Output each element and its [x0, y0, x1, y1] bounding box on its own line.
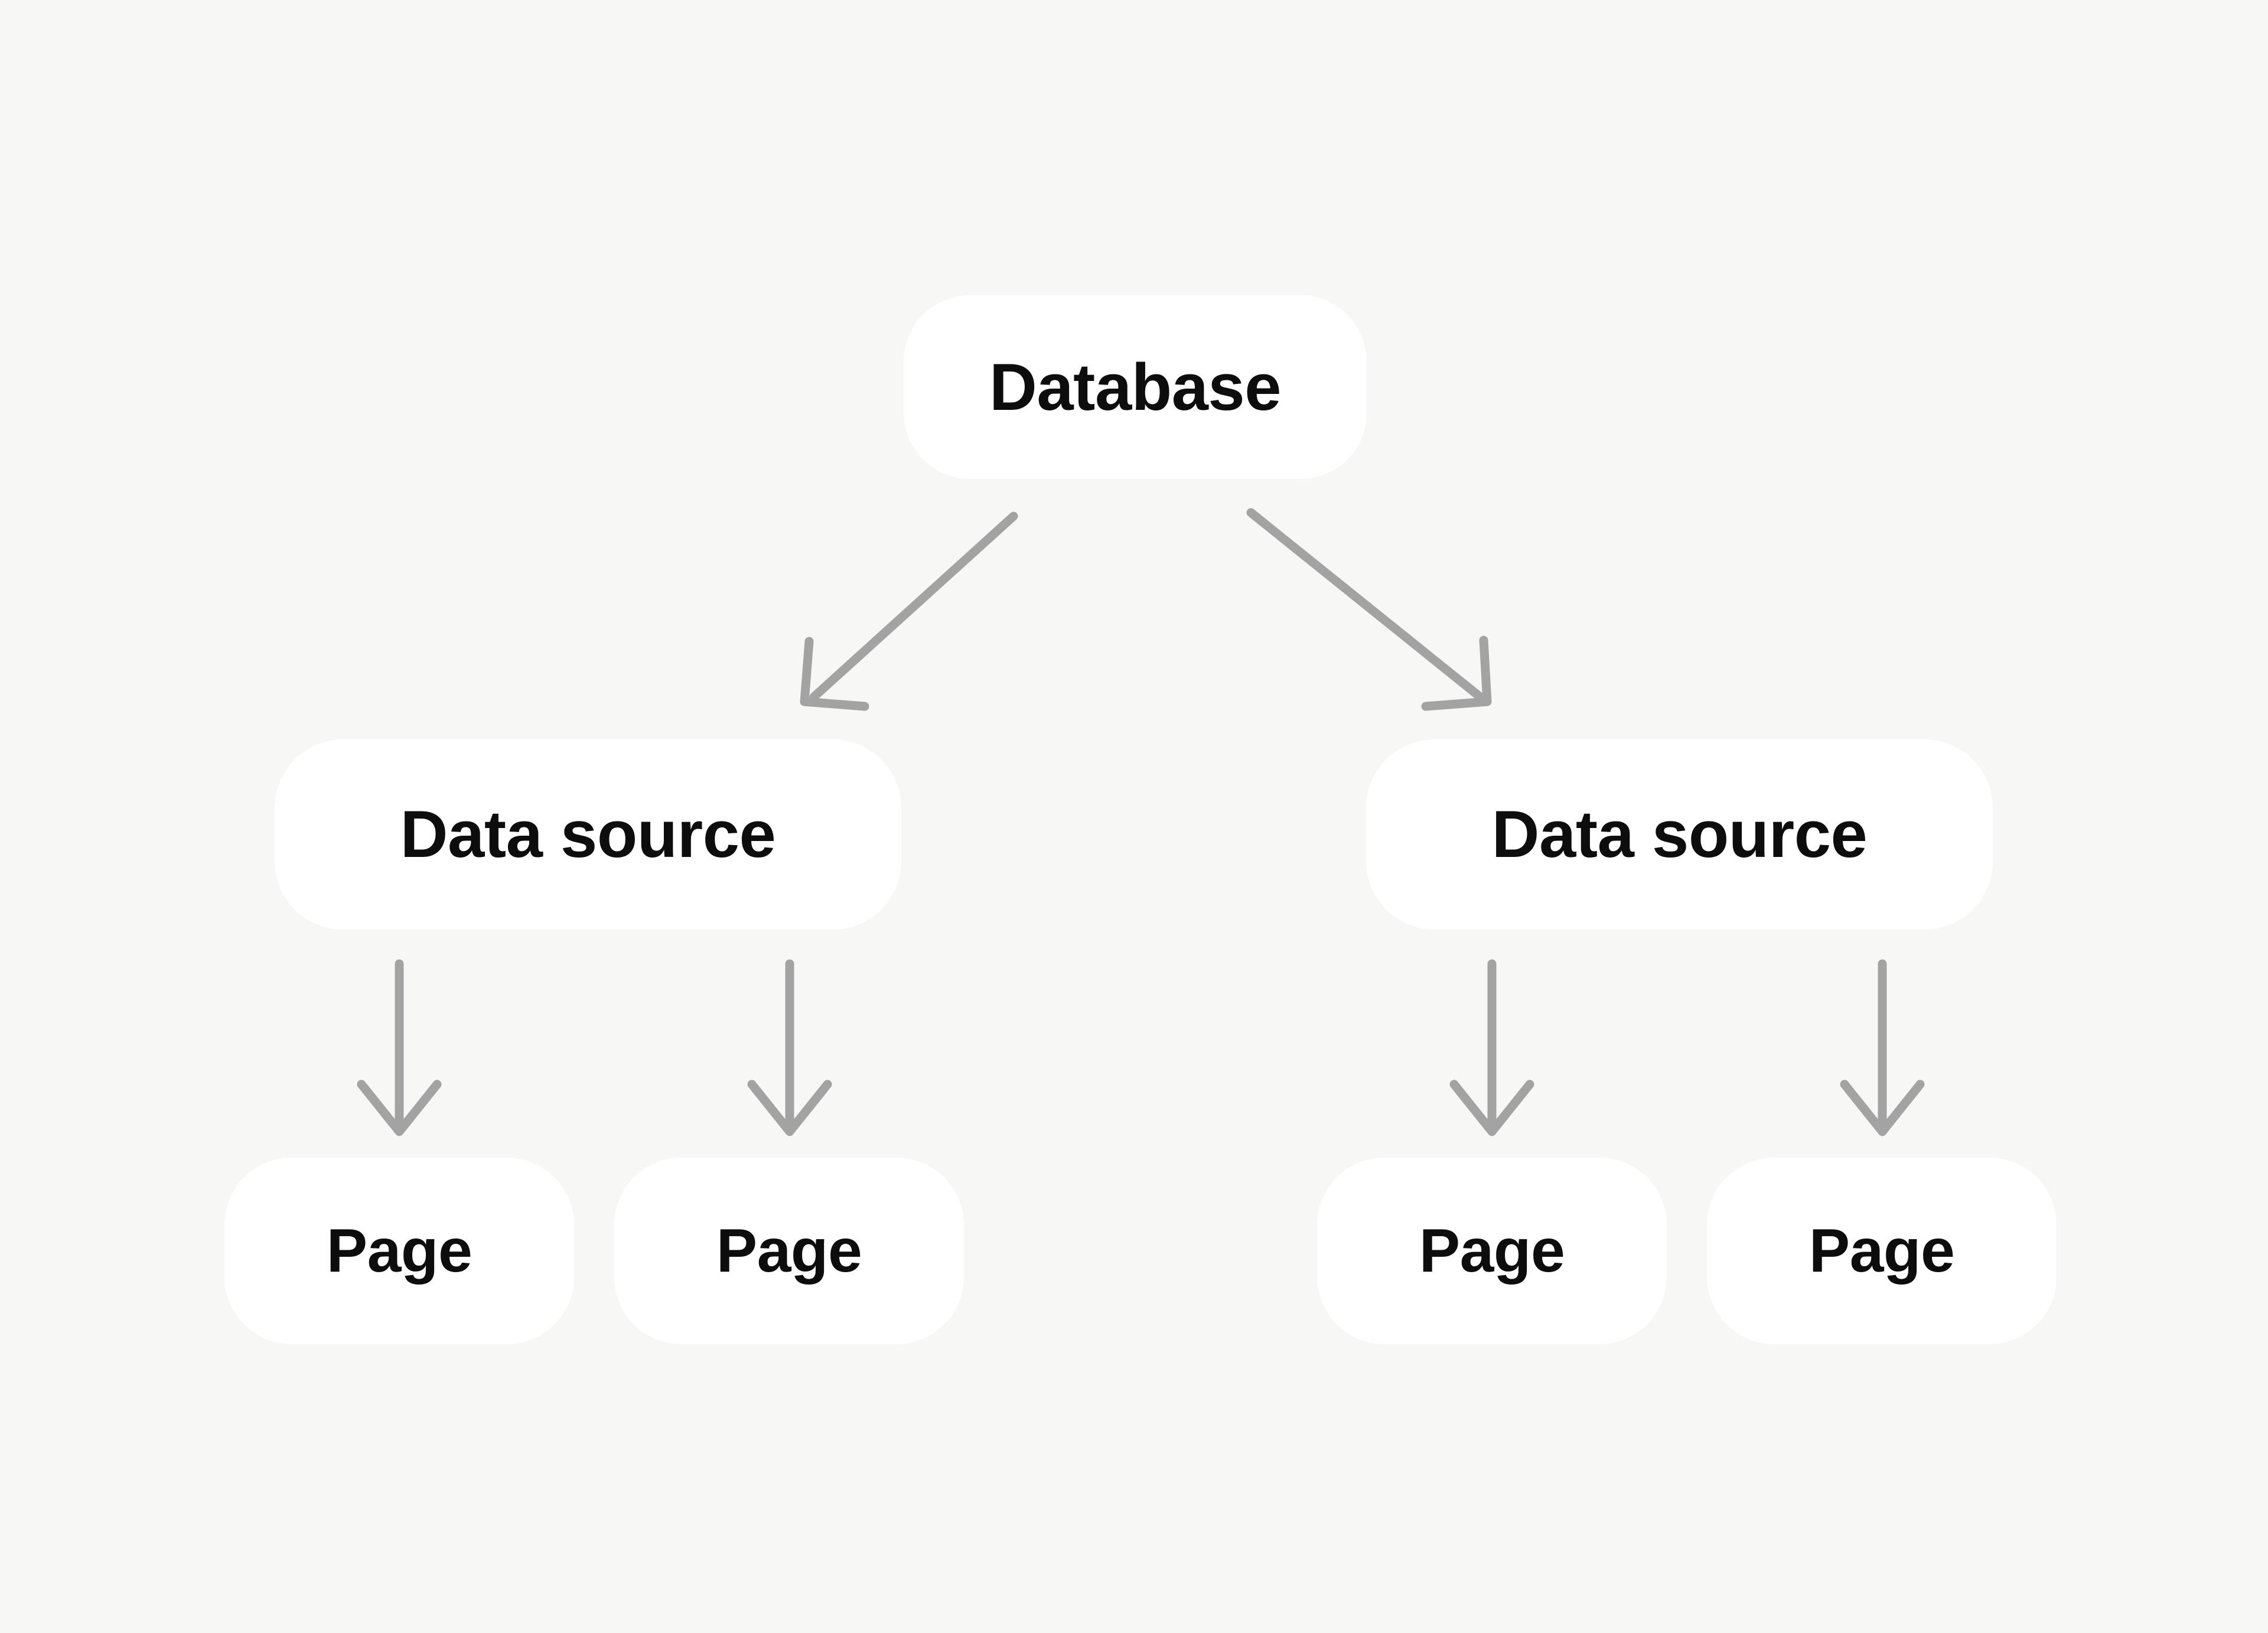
- node-page-3-label: Page: [1419, 1217, 1565, 1285]
- node-data-source-right-label: Data source: [1491, 797, 1868, 871]
- edge-datasource-right-to-page-3: [1449, 959, 1534, 1136]
- edge-datasource-left-to-page-2: [747, 959, 832, 1136]
- edge-database-to-datasource-right: [1246, 508, 1492, 711]
- node-page-1[interactable]: Page: [224, 1158, 574, 1344]
- node-data-source-left[interactable]: Data source: [275, 739, 901, 930]
- edge-database-to-datasource-left: [800, 511, 1018, 711]
- node-data-source-right[interactable]: Data source: [1366, 739, 1993, 930]
- node-data-source-left-label: Data source: [400, 797, 776, 871]
- edge-datasource-right-to-page-4: [1840, 959, 1925, 1136]
- node-page-4-label: Page: [1808, 1217, 1955, 1285]
- node-database[interactable]: Database: [904, 295, 1367, 479]
- node-page-2[interactable]: Page: [614, 1158, 964, 1344]
- node-page-1-label: Page: [326, 1217, 472, 1285]
- edge-datasource-left-to-page-1: [357, 959, 442, 1136]
- node-page-2-label: Page: [716, 1217, 862, 1285]
- node-page-4[interactable]: Page: [1707, 1158, 2057, 1344]
- node-database-label: Database: [989, 350, 1282, 424]
- node-page-3[interactable]: Page: [1317, 1158, 1667, 1344]
